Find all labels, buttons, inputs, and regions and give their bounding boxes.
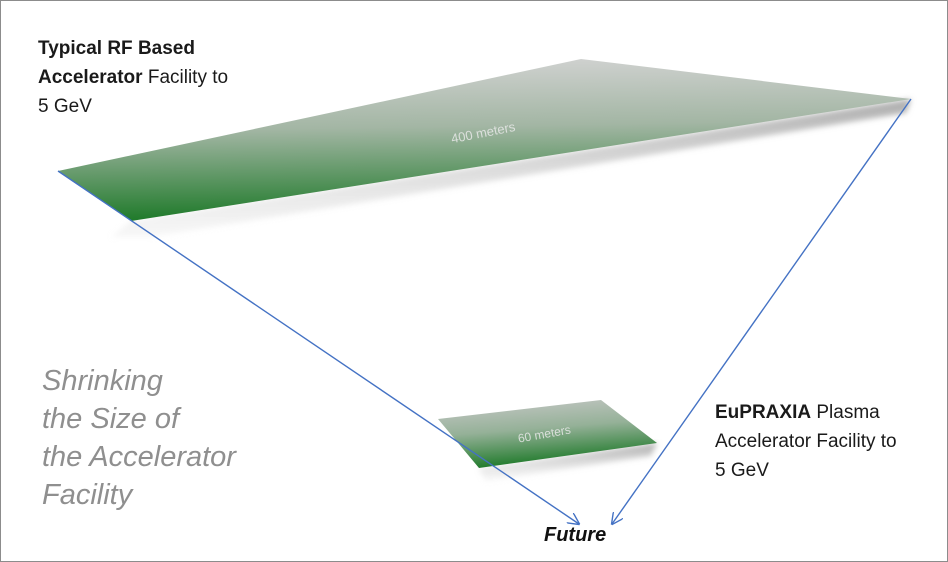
- eupraxia-facility-label: EuPRAXIA Plasma Accelerator Facility to …: [715, 398, 945, 485]
- eupraxia-slab-shadow: [479, 443, 657, 481]
- rf-title-line-1: Typical RF Based: [38, 38, 195, 59]
- left-arrow-line: [57, 170, 579, 524]
- rf-accelerator-slab: [58, 59, 911, 221]
- right-arrow-line: [612, 98, 912, 524]
- eupraxia-name: EuPRAXIA: [715, 402, 812, 423]
- tagline-line-4: Facility: [42, 479, 133, 511]
- rf-energy: 5 GeV: [38, 96, 92, 117]
- eupraxia-energy: 5 GeV: [715, 460, 769, 481]
- rf-title-rest: Facility to: [142, 67, 229, 88]
- eupraxia-title-line-2: Accelerator Facility to: [715, 431, 897, 452]
- tagline: Shrinking the Size of the Accelerator Fa…: [42, 362, 342, 514]
- tagline-line-3: the Accelerator: [42, 441, 236, 473]
- rf-facility-label: Typical RF Based Accelerator Facility to…: [38, 34, 318, 121]
- future-label: Future: [544, 524, 607, 546]
- eupraxia-accelerator-slab: [438, 400, 657, 468]
- rf-title-line-2: Accelerator Facility to: [38, 63, 318, 92]
- tagline-line-2: the Size of: [42, 403, 180, 435]
- eupraxia-title-line-1: EuPRAXIA Plasma: [715, 398, 945, 427]
- eupraxia-name-rest: Plasma: [811, 402, 880, 423]
- tagline-line-1: Shrinking: [42, 365, 163, 397]
- rf-title-accelerator: Accelerator: [38, 67, 143, 88]
- rf-slab-shadow: [111, 99, 911, 237]
